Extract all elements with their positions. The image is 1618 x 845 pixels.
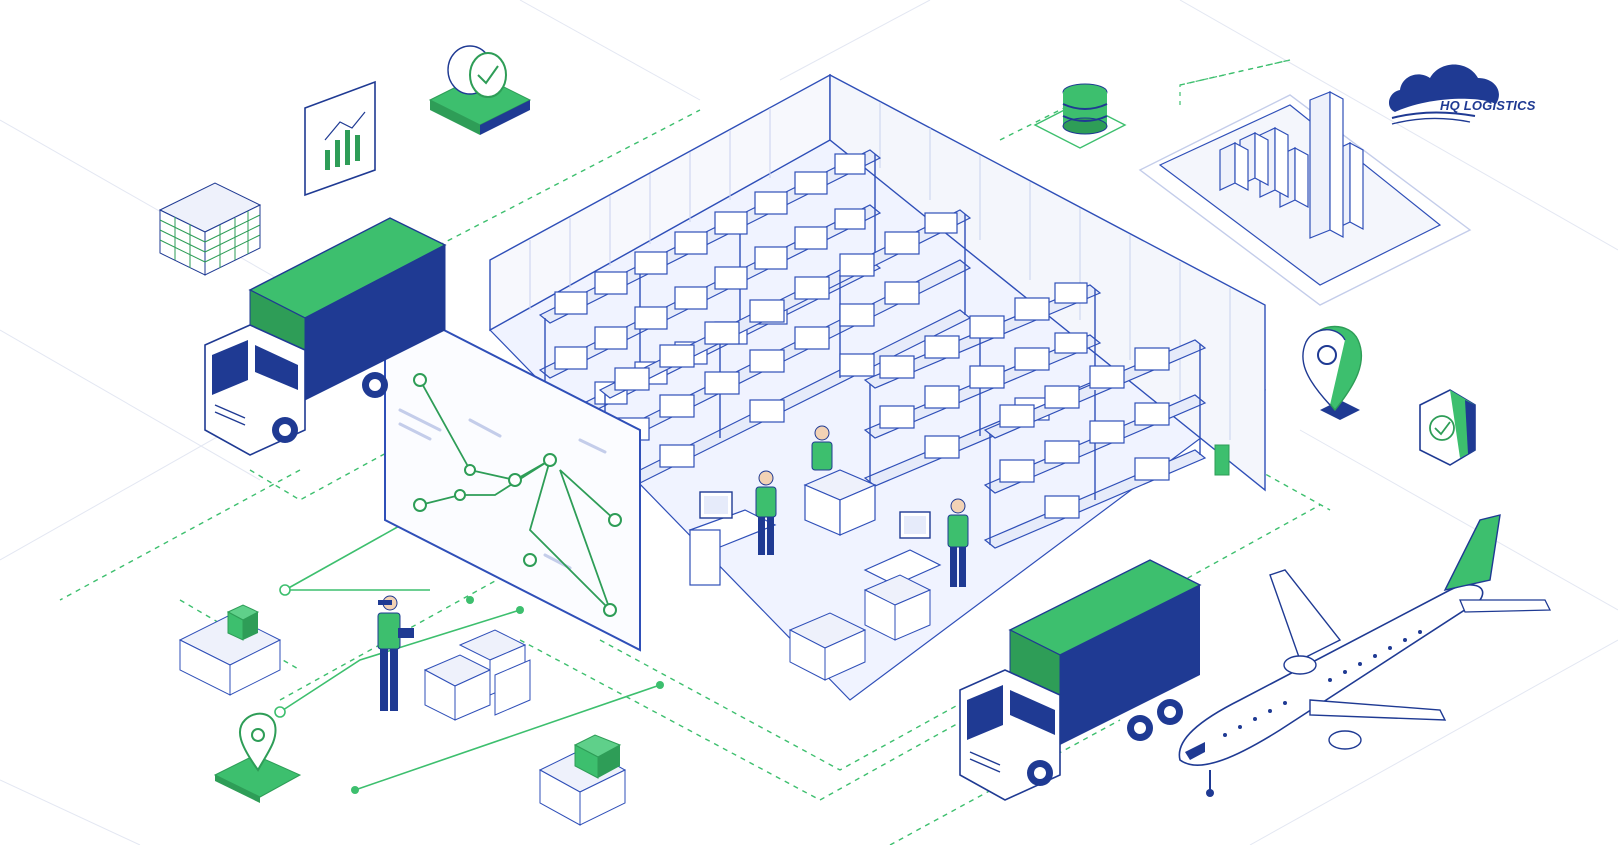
worker-desk-left [688, 470, 777, 586]
parcel-with-package [178, 604, 282, 696]
cargo-airplane [1178, 514, 1552, 797]
worker-with-tablet [377, 595, 414, 711]
floor-boxes [788, 612, 867, 681]
worker-desk-right [863, 498, 969, 641]
warehouse-back-wall [829, 73, 1266, 492]
storage-rack-far-right [983, 339, 1207, 549]
analytics-dashboard-panel [384, 298, 641, 652]
delivery-truck-left [204, 217, 447, 456]
map-pin-icon [213, 712, 302, 803]
database-icon [1033, 83, 1127, 149]
cloud-logo-icon [1388, 64, 1499, 112]
delivery-truck-right [959, 559, 1202, 801]
outside-box-cluster [423, 629, 531, 721]
security-badge-icon [1419, 389, 1476, 466]
brand-name: HQ LOGISTICS [1440, 98, 1536, 113]
brand-logo: HQ LOGISTICS [1388, 64, 1536, 125]
warehouse [489, 73, 1267, 701]
inventory-check-icon [428, 45, 532, 135]
dashboard-trend-line [419, 379, 616, 611]
exit-door [1214, 444, 1230, 476]
parcel-bottom [538, 734, 627, 826]
pallet-stack-icon [158, 182, 262, 276]
data-connectors [274, 519, 664, 794]
worker-packing [803, 425, 877, 536]
bar-chart-board-icon [304, 80, 376, 197]
analytics-platform-icon [1138, 90, 1472, 306]
map-pin-icon [1302, 325, 1363, 420]
